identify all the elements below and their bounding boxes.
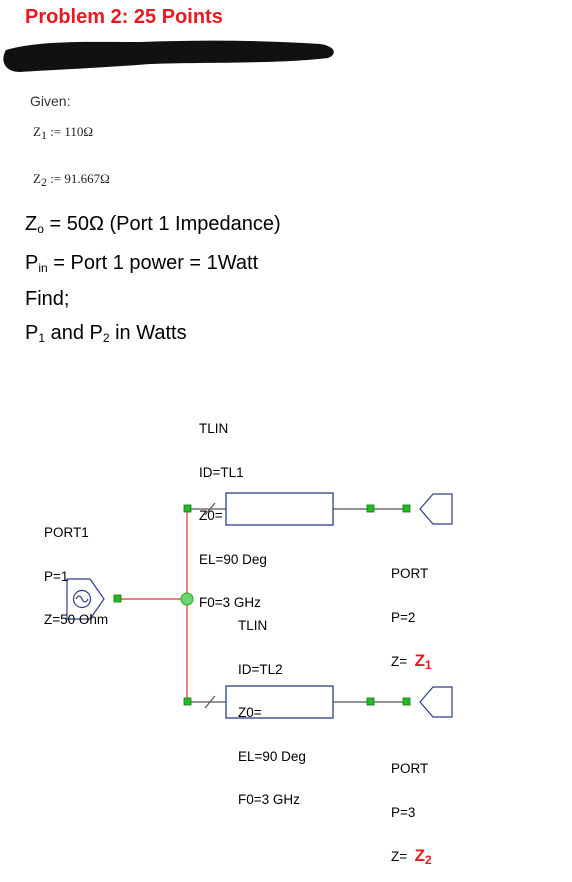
z1-definition: Z1 := 110Ω: [33, 124, 93, 143]
tl1-id: ID=TL1: [199, 464, 244, 480]
port2-name: PORT: [391, 566, 429, 581]
port3-symbol: [419, 686, 453, 718]
pin-tl1-right: [366, 504, 375, 513]
port3-name: PORT: [391, 761, 429, 776]
pin-port1: [113, 594, 122, 603]
pin-port3: [402, 697, 411, 706]
given-label: Given:: [30, 93, 71, 109]
tick-tl2: [204, 695, 216, 709]
pin-tl1-left: [183, 504, 192, 513]
tl2-name: TLIN: [238, 618, 268, 633]
port2-z-value: Z1: [414, 651, 432, 672]
tl2-id: ID=TL2: [238, 661, 283, 677]
port2-z-subscript: 1: [425, 658, 432, 672]
z1-subscript: 1: [40, 128, 47, 142]
p1-subscript: 1: [38, 331, 46, 345]
junction-node: [180, 592, 194, 606]
p1-symbol: P: [25, 322, 39, 344]
problem-title: Problem 2: 25 Points: [25, 6, 223, 28]
tl1-name: TLIN: [199, 421, 229, 436]
port2-label: PORT P=2 Z= Z1: [391, 538, 432, 687]
tl1-el: EL=90 Deg: [199, 551, 267, 567]
port2-z-symbol: Z: [414, 651, 426, 670]
find-statement: P1 and P2 in Watts: [25, 322, 187, 345]
z2-definition: Z2 := 91.667Ω: [33, 171, 110, 190]
port1-p: P=1: [44, 568, 69, 584]
pin-tl2-left: [183, 697, 192, 706]
port2-symbol: [419, 493, 453, 525]
port3-p: P=3: [391, 804, 416, 820]
tl2-z0: Z0=: [238, 705, 262, 720]
and-p2-text: and P: [45, 322, 103, 344]
port2-p: P=2: [391, 609, 416, 625]
port1-label: PORT1 P=1 Z=50 Ohm: [44, 497, 108, 642]
z2-symbol: Z: [33, 171, 41, 186]
tl2-label: TLIN ID=TL2 Z0= EL=90 Deg F0=3 GHz: [238, 590, 306, 822]
z0-subscript: o: [37, 222, 44, 236]
watts-text: in Watts: [109, 322, 187, 344]
port1-source-symbol: [66, 578, 105, 620]
find-label: Find;: [25, 288, 70, 310]
port2-z: Z=: [391, 654, 408, 669]
tl1-box: [225, 492, 334, 526]
tl2-f0: F0=3 GHz: [238, 792, 300, 807]
port3-z-value: Z2: [414, 846, 432, 867]
tl2-el: EL=90 Deg: [238, 748, 306, 764]
port1-z: Z=50 Ohm: [44, 612, 109, 627]
port1-name: PORT1: [44, 525, 89, 540]
z2-value: := 91.667Ω: [50, 171, 110, 186]
z1-value: := 110Ω: [50, 124, 94, 139]
pin-port2: [402, 504, 411, 513]
z0-statement: Zo = 50Ω (Port 1 Impedance): [25, 213, 281, 236]
pin-statement: Pin = Port 1 power = 1Watt: [25, 252, 258, 275]
z0-text: = 50Ω (Port 1 Impedance): [43, 213, 281, 235]
z1-symbol: Z: [33, 124, 41, 139]
tl2-box: [225, 685, 334, 719]
pin-subscript: in: [38, 261, 48, 275]
redaction-mark: [3, 40, 334, 72]
z0-symbol: Z: [25, 213, 38, 235]
pin-symbol: P: [25, 252, 39, 274]
port3-label: PORT P=3 Z= Z2: [391, 733, 432, 882]
z2-subscript: 2: [40, 175, 47, 189]
pin-text: = Port 1 power = 1Watt: [47, 252, 259, 274]
tl1-label: TLIN ID=TL1 Z0= EL=90 Deg F0=3 GHz: [199, 393, 267, 625]
p2-subscript: 2: [102, 331, 110, 345]
pin-tl2-right: [366, 697, 375, 706]
tick-tl1: [204, 502, 216, 516]
port3-z-subscript: 2: [425, 853, 432, 867]
tl1-z0: Z0=: [199, 508, 223, 523]
port3-z-symbol: Z: [414, 846, 426, 865]
tl1-f0: F0=3 GHz: [199, 595, 261, 610]
circuit-schematic: [66, 492, 453, 719]
port3-z: Z=: [391, 849, 408, 864]
